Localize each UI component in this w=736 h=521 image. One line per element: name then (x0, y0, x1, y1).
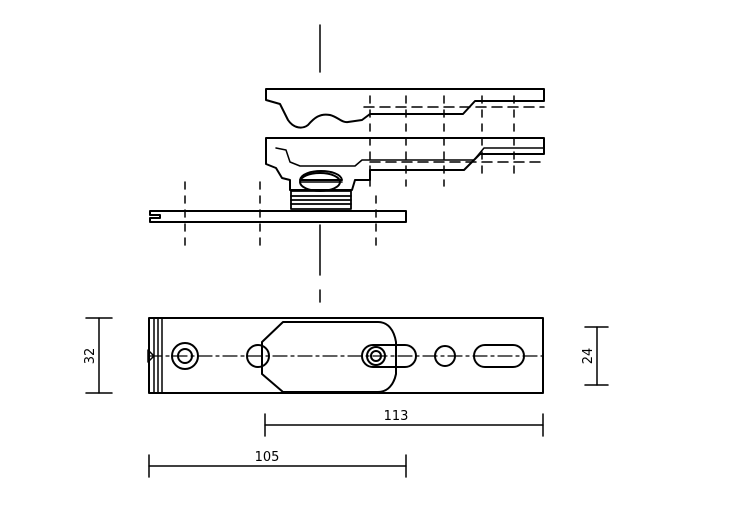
pivot-knob (299, 170, 343, 181)
hole-projection-lines-upper (369, 95, 515, 187)
dimension-label-113: 113 (384, 409, 409, 424)
middle-leaf-profile (265, 137, 545, 191)
upper-leaf-profile (265, 88, 545, 129)
arm-plate-top (261, 321, 397, 393)
profile-centerlines (363, 106, 545, 163)
hole-projection-lines-lower (184, 181, 377, 251)
dimension-24 (584, 326, 609, 386)
washer-stack (290, 190, 352, 210)
dimension-105 (148, 454, 407, 478)
dimension-label-32: 32 (83, 348, 98, 365)
middle-leaf-inner (275, 147, 545, 167)
dimension-label-105: 105 (255, 450, 280, 465)
dimension-label-24: 24 (581, 348, 596, 365)
base-plate-side (149, 210, 407, 223)
dimension-32 (85, 317, 113, 394)
dimension-113 (264, 413, 544, 437)
